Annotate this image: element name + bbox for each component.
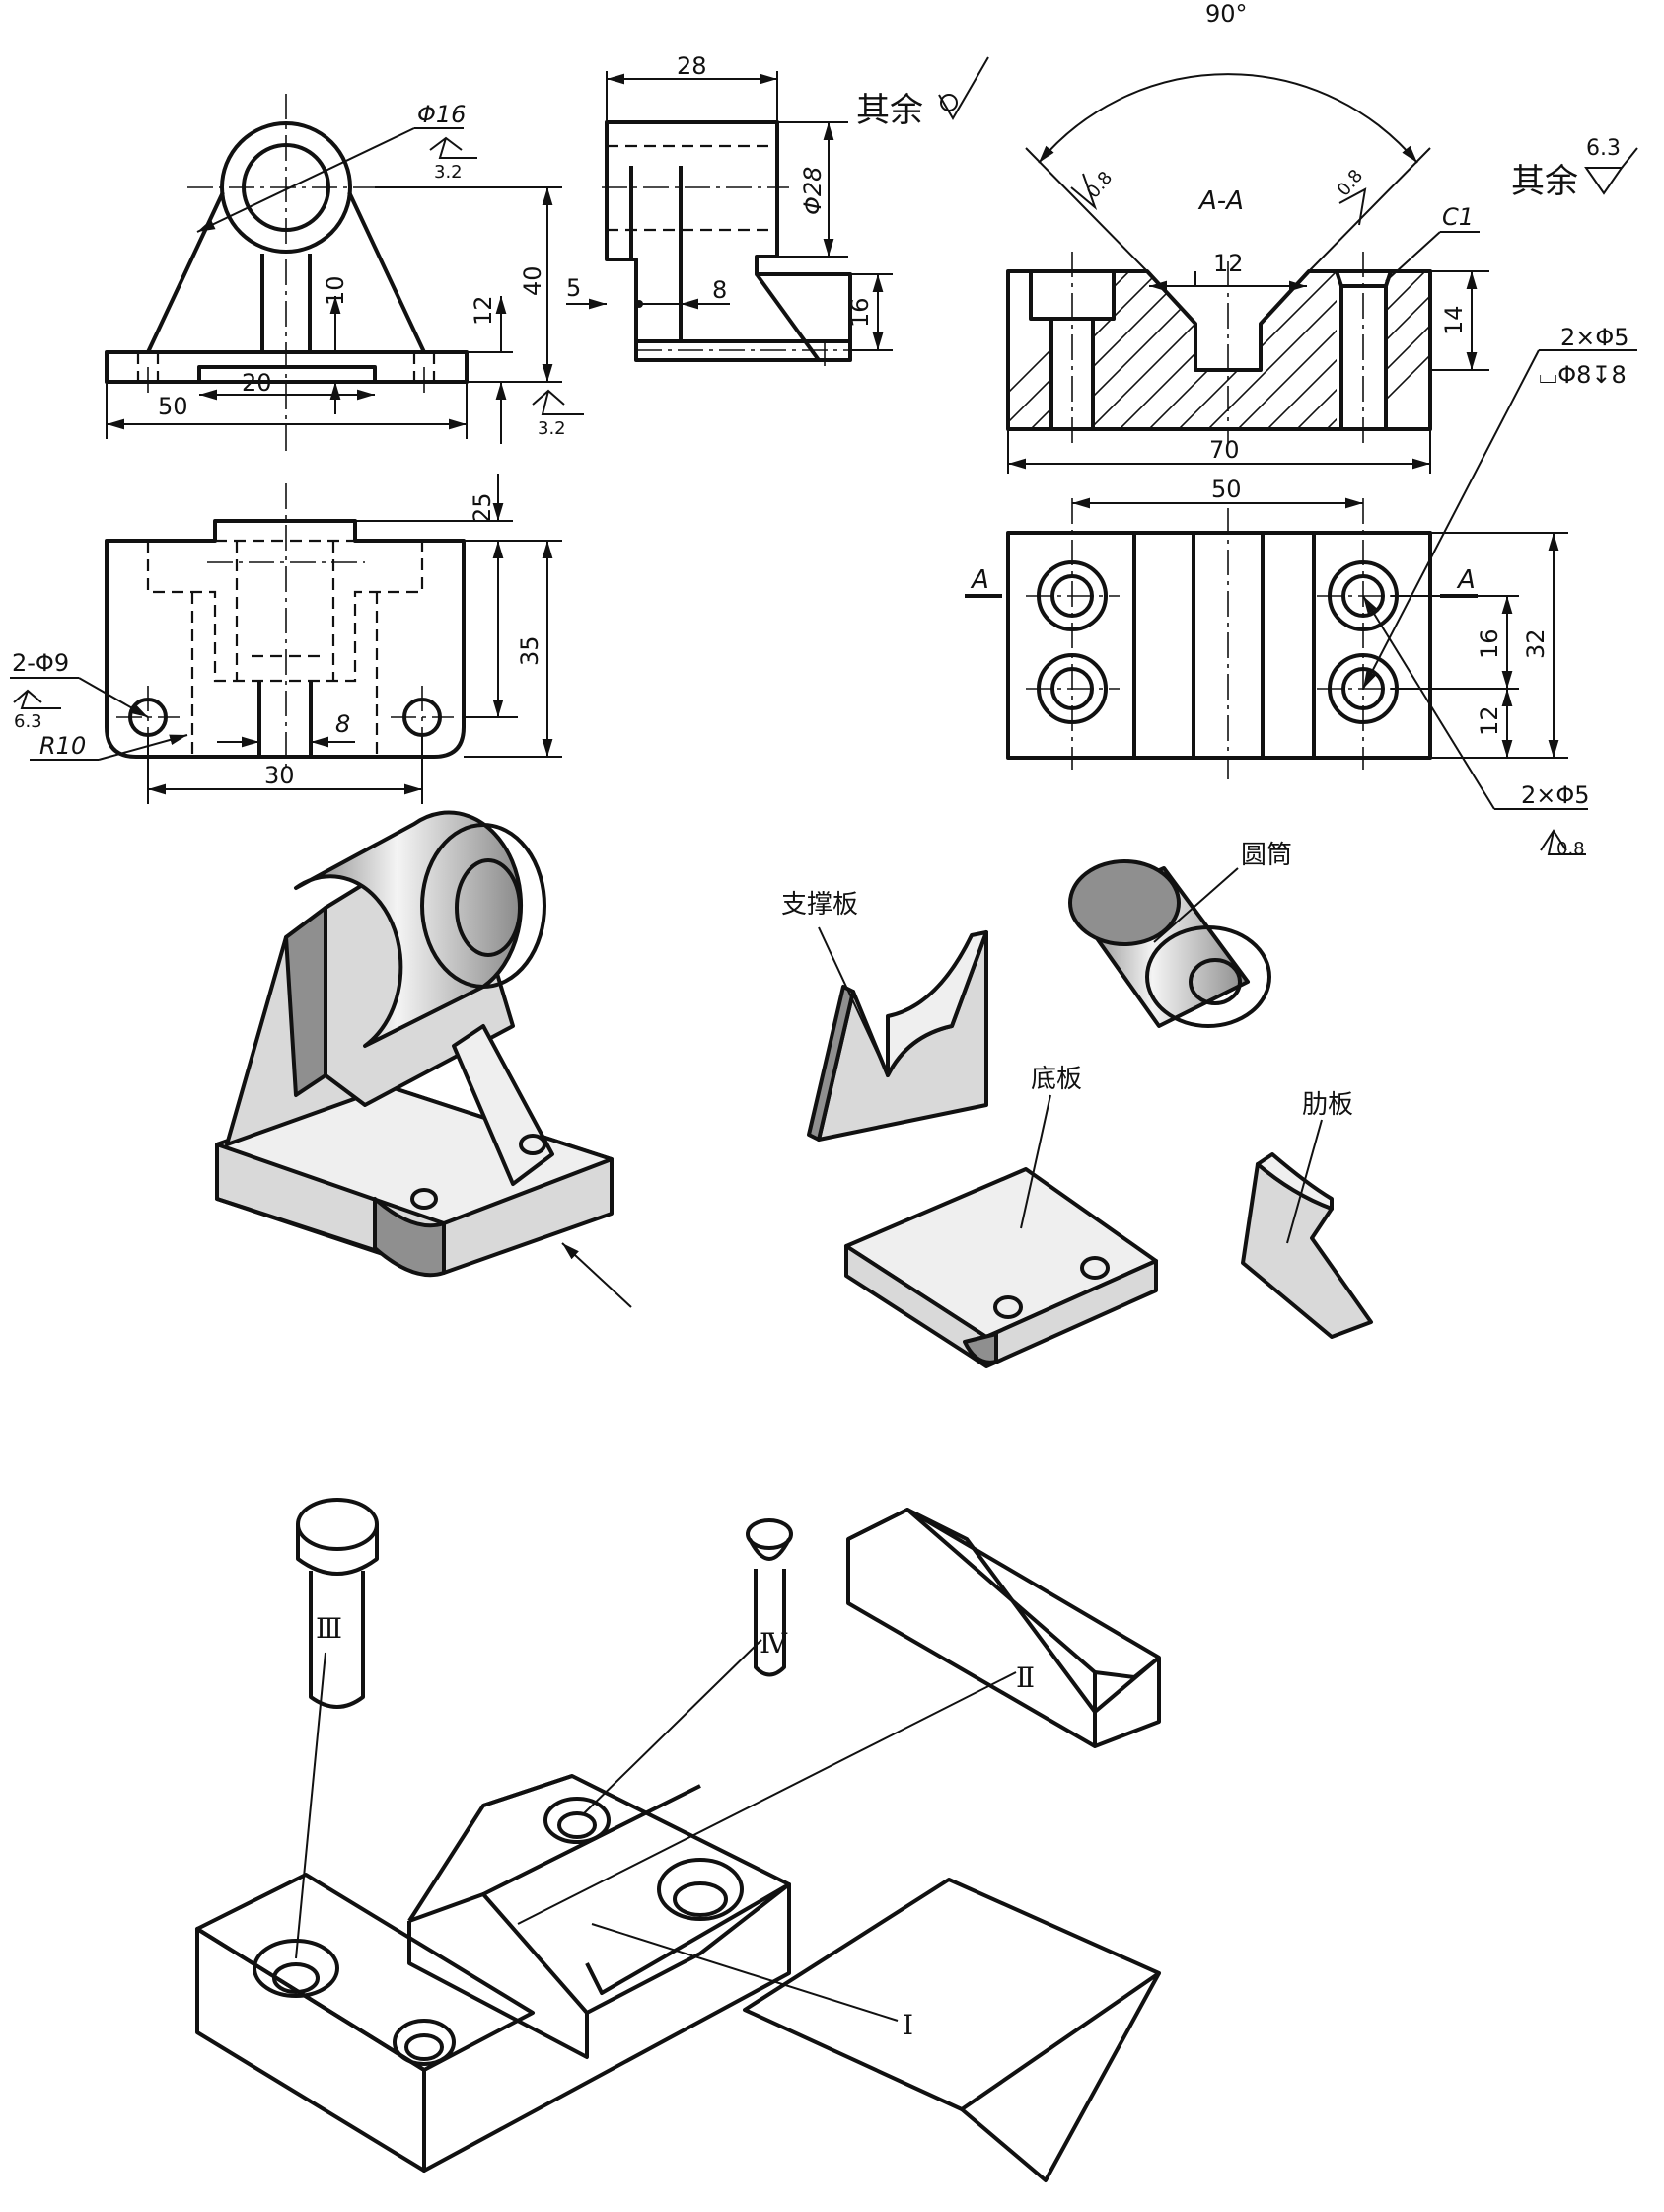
dim-32: 32: [1522, 628, 1550, 659]
dim-20: 20: [242, 369, 272, 397]
roughness-0-8-left: 0.8: [1083, 168, 1117, 202]
bracket-isometric: [215, 810, 632, 1308]
dim-5: 5: [566, 274, 581, 302]
label-rib: 肋板: [1302, 1090, 1353, 1120]
label-ii: Ⅱ: [1016, 1661, 1035, 1694]
note-qiyu-side: 其余: [856, 91, 923, 130]
dim-50-front: 50: [158, 393, 188, 420]
dim-50-top: 50: [1211, 476, 1242, 503]
part-rib: 肋板: [1241, 1090, 1373, 1339]
label-base-plate: 底板: [1031, 1065, 1082, 1094]
dim-35: 35: [516, 635, 543, 666]
label-tube: 圆筒: [1241, 841, 1292, 870]
callout-2x-phi5-top: 2×Φ5: [1560, 324, 1629, 351]
radius-r10: R10: [39, 732, 86, 760]
section-mark-a-right: A: [1456, 565, 1476, 595]
dim-8-top: 8: [335, 710, 350, 738]
dim-12-groove: 12: [1213, 250, 1244, 277]
dim-14: 14: [1440, 305, 1468, 335]
pin-iii: Ⅲ: [295, 1498, 379, 1959]
note-qiyu-section: 其余: [1511, 162, 1578, 201]
v-bar-part: Ⅱ: [517, 1508, 1161, 1925]
dim-90-deg: 90°: [1205, 0, 1248, 28]
v-block-section-a-a: 90° A-A 0.8 0.8 C1 12 14 70 其余 6.3: [1006, 0, 1638, 474]
chamfer-c1: C1: [1442, 203, 1474, 231]
label-iv: Ⅳ: [760, 1627, 788, 1659]
dim-12-top: 12: [1476, 705, 1503, 736]
dim-40: 40: [519, 265, 546, 296]
bracket-side-view: 28 其余 Φ28 5 8 16: [566, 52, 989, 370]
dim-phi16: Φ16: [417, 101, 466, 128]
hole-callout-2-phi9: 2-Φ9: [12, 649, 69, 677]
counterbore-holes: [1026, 498, 1411, 770]
pin-iv: Ⅳ: [581, 1518, 793, 1816]
v-block-assembly: Ⅲ Ⅳ Ⅱ Ⅰ: [195, 1498, 1161, 2182]
roughness-3-2-top: 3.2: [434, 162, 463, 183]
roughness-6-3-top: 6.3: [14, 711, 42, 732]
bracket-front-view: Φ16 3.2 10 12 40 3.2 20 50: [105, 94, 584, 454]
v-block-top-view: A A 50 2×Φ5 ⌴Φ8↧8 16 12 32 2×Φ5 0.8: [965, 324, 1637, 859]
section-title-a-a: A-A: [1197, 186, 1244, 216]
dim-28: 28: [677, 52, 707, 80]
label-iii: Ⅲ: [316, 1612, 342, 1645]
dim-30: 30: [264, 762, 295, 789]
dim-phi28: Φ28: [799, 167, 827, 215]
dim-70: 70: [1209, 436, 1240, 464]
dim-8-side: 8: [712, 276, 727, 304]
label-support-plate: 支撑板: [781, 890, 858, 920]
dim-16-side: 16: [846, 297, 874, 328]
counterbore-spec: ⌴Φ8↧8: [1539, 361, 1627, 389]
exploded-parts: 圆筒 支撑板 底板 肋板: [781, 841, 1373, 1368]
dim-25: 25: [469, 492, 496, 523]
dim-16-top: 16: [1476, 628, 1503, 659]
dim-12-front: 12: [470, 295, 497, 326]
dim-10: 10: [322, 275, 349, 306]
wedge-part: Ⅰ: [591, 1878, 1161, 2182]
roughness-3-2-bottom: 3.2: [538, 418, 566, 439]
callout-2x-phi5-bottom: 2×Φ5: [1521, 781, 1590, 809]
bracket-top-view: 25 35 2-Φ9 6.3 R10 8 30: [10, 474, 562, 804]
roughness-0-8-right: 0.8: [1334, 166, 1367, 200]
label-i: Ⅰ: [903, 2009, 913, 2041]
roughness-0-8-bottom: 0.8: [1556, 839, 1585, 859]
part-base-plate: 底板: [844, 1065, 1158, 1368]
part-support-plate: 支撑板: [781, 890, 988, 1142]
roughness-6-3-section: 6.3: [1586, 136, 1621, 161]
section-mark-a-left: A: [970, 565, 989, 595]
part-tube: 圆筒: [1068, 841, 1292, 1028]
